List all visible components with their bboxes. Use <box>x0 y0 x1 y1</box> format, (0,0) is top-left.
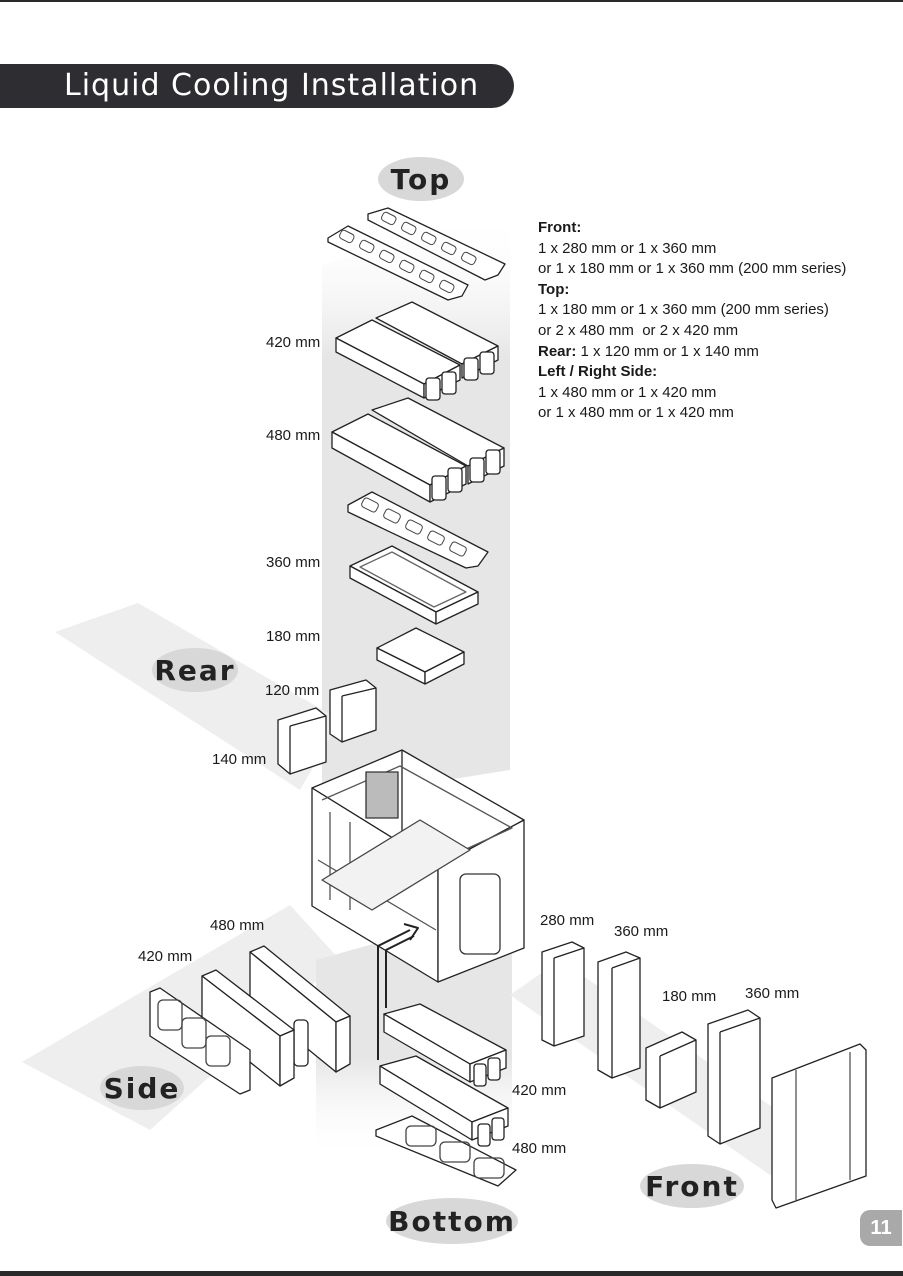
spec-top-line2: or 2 x 480 mm or 2 x 420 mm <box>538 321 739 339</box>
side-fan-bracket <box>149 987 251 1095</box>
dim-top-360: 360 mm <box>266 554 321 571</box>
rear-guide-beam <box>55 603 340 790</box>
dim-top-420: 420 mm <box>266 334 321 351</box>
bottom-fan-bracket <box>375 1115 517 1187</box>
spec-side-line1: 1 x 480 mm or 1 x 420 mm <box>538 383 717 401</box>
front-radiator-180 <box>645 1031 697 1109</box>
page-title: Liquid Cooling Installation <box>64 68 480 103</box>
zone-label-bottom: Bottom <box>386 1198 518 1244</box>
spec-side-heading: Left / Right Side: <box>538 363 658 381</box>
front-radiator-360b <box>707 1009 761 1145</box>
spec-top-line1: 1 x 180 mm or 1 x 360 mm (200 mm series) <box>538 301 829 319</box>
zone-label-rear: Rear <box>152 648 238 692</box>
dim-top-180: 180 mm <box>266 628 321 645</box>
spec-front-line2: or 1 x 180 mm or 1 x 360 mm (200 mm seri… <box>538 260 847 278</box>
dim-top-480: 480 mm <box>266 427 321 444</box>
page-number: 11 <box>860 1210 902 1246</box>
dim-front-360b: 360 mm <box>745 985 800 1002</box>
top-radiator-360 <box>349 545 479 625</box>
spec-rear-value: 1 x 120 mm or 1 x 140 mm <box>576 342 759 360</box>
spec-top-heading: Top: <box>538 280 570 298</box>
zone-label-side: Side <box>100 1066 184 1110</box>
top-radiator-420-b <box>375 301 499 381</box>
spec-side-line2: or 1 x 480 mm or 1 x 420 mm <box>538 404 734 422</box>
zone-label-front: Front <box>640 1164 744 1208</box>
front-panel <box>771 1043 867 1209</box>
top-radiator-420-a <box>335 319 461 401</box>
zone-label-top: Top <box>378 157 464 201</box>
title-banner: Liquid Cooling Installation <box>0 64 514 108</box>
side-radiator-480 <box>249 945 351 1073</box>
dim-rear-120: 120 mm <box>265 682 320 699</box>
chassis <box>311 749 525 983</box>
front-radiator-280 <box>541 941 585 1047</box>
dim-front-360a: 360 mm <box>614 923 669 940</box>
bottom-radiator-420 <box>383 1003 507 1087</box>
top-radiator-480-b <box>371 397 505 485</box>
top-radiator-480-a <box>331 413 467 503</box>
bottom-radiator-480 <box>379 1055 509 1147</box>
top-radiator-180 <box>376 627 465 685</box>
dim-front-180: 180 mm <box>662 988 717 1005</box>
top-fan-bracket-200 <box>347 491 489 569</box>
rear-radiator-140 <box>277 707 327 775</box>
radiator-support-spec: Front: 1 x 280 mm or 1 x 360 mm or 1 x 1… <box>538 218 878 424</box>
dim-front-280: 280 mm <box>540 912 595 929</box>
spec-rear-heading: Rear: <box>538 342 577 360</box>
top-fan-bracket-1 <box>327 225 469 301</box>
rear-radiator-120 <box>329 679 377 743</box>
dim-bottom-420: 420 mm <box>512 1082 567 1099</box>
spec-front-line1: 1 x 280 mm or 1 x 360 mm <box>538 239 717 257</box>
dim-bottom-480: 480 mm <box>512 1140 567 1157</box>
front-radiator-360a <box>597 951 641 1079</box>
spec-front-heading: Front: <box>538 219 582 236</box>
dim-side-480: 480 mm <box>210 917 265 934</box>
side-radiator-420 <box>201 969 295 1087</box>
bottom-rule <box>0 1271 903 1276</box>
top-rule <box>0 0 903 2</box>
dim-side-420: 420 mm <box>138 948 193 965</box>
dim-rear-140: 140 mm <box>212 751 267 768</box>
bottom-arrow <box>377 923 419 1060</box>
top-fan-bracket-2 <box>367 207 506 281</box>
